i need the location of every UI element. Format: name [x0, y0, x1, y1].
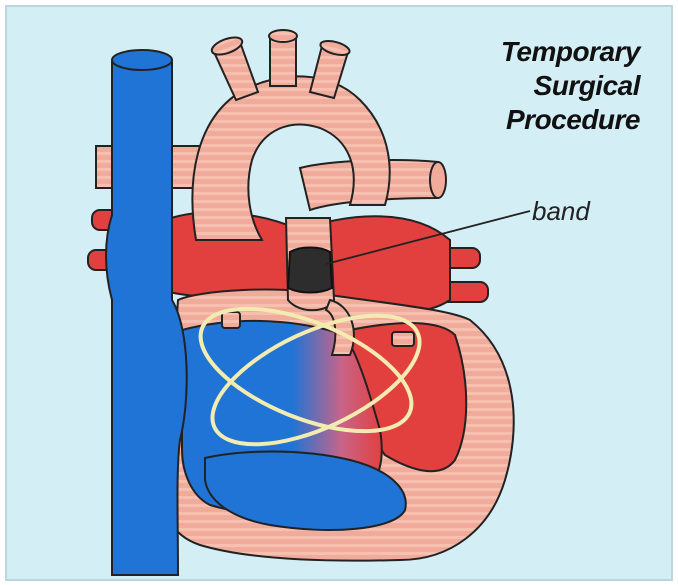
diagram-title-line-1: Temporary	[501, 36, 640, 68]
band	[288, 248, 332, 293]
diagram-title-line-2: Surgical	[534, 70, 640, 102]
diagram-title-line-3: Procedure	[506, 104, 640, 136]
band-label: band	[532, 196, 590, 227]
vena-cava-top	[112, 50, 172, 70]
